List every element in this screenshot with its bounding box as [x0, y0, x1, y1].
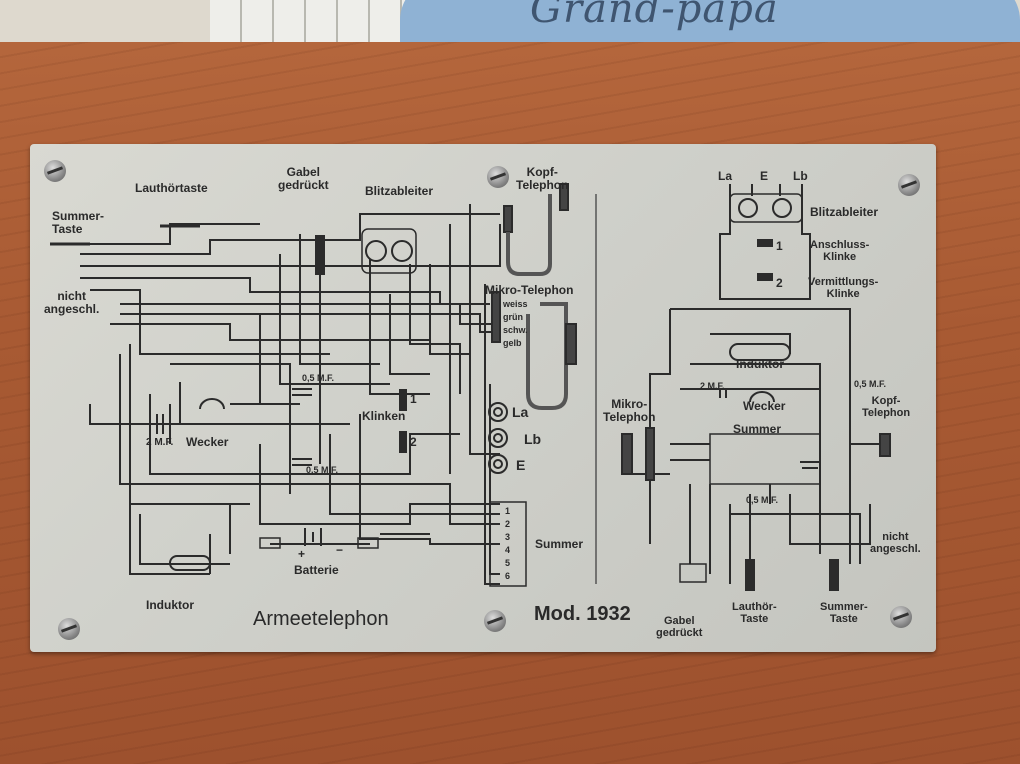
label-right-nicht-angeschl: nicht angeschl.	[870, 531, 921, 555]
label-right-summer: Summer	[733, 422, 782, 436]
label-right-cap-05-bottom: 0,5 M.F.	[746, 495, 779, 505]
label-wire-grun: grün	[503, 312, 523, 322]
summer-pin-2: 2	[505, 519, 511, 529]
label-right-lb: Lb	[793, 169, 808, 183]
label-right-klinke-2: 2	[776, 276, 783, 290]
label-summer-taste: Summer- Taste	[52, 209, 105, 236]
screw-icon	[898, 174, 920, 196]
summer-pin-3: 3	[505, 532, 511, 542]
label-right-cap-05: 0,5 M.F.	[854, 379, 887, 389]
label-klinke-1: 1	[410, 392, 417, 406]
label-cap-05-bottom: 0,5 M.F.	[306, 465, 339, 475]
label-right-gabel-gedruckt: Gabel gedrückt	[656, 615, 703, 639]
label-right-la: La	[718, 169, 733, 183]
screw-icon	[58, 618, 80, 640]
label-right-vermittlungs-klinke: Vermittlungs- Klinke	[808, 276, 879, 300]
label-terminal-la: La	[512, 404, 529, 420]
summer-pin-4: 4	[505, 545, 511, 555]
label-terminal-e: E	[516, 457, 526, 473]
label-wire-gelb: gelb	[503, 338, 522, 348]
label-gabel-gedruckt: Gabel gedrückt	[278, 165, 329, 192]
label-right-mikro-telephon: Mikro- Telephon	[603, 397, 656, 424]
label-terminal-lb: Lb	[524, 431, 542, 447]
label-right-e: E	[760, 169, 769, 183]
screw-icon	[487, 166, 509, 188]
label-nicht-angeschl: nicht angeschl.	[44, 289, 100, 316]
label-lauthortaste: Lauthörtaste	[135, 181, 208, 195]
label-battery-minus: −	[336, 543, 344, 557]
label-right-cap-2mf: 2 M.F.	[700, 381, 725, 391]
plate-title: Armeetelephon	[253, 608, 389, 630]
label-right-anschluss-klinke: Anschluss- Klinke	[810, 239, 870, 263]
label-right-blitzableiter: Blitzableiter	[810, 205, 879, 219]
label-batterie: Batterie	[294, 563, 339, 577]
label-blitzableiter: Blitzableiter	[365, 184, 434, 198]
label-mikro-telephon: Mikro-Telephon	[485, 283, 574, 297]
label-wecker: Wecker	[186, 435, 229, 449]
background-tiles	[210, 0, 410, 44]
screw-icon	[890, 606, 912, 628]
label-cap-05-top: 0,5 M.F.	[302, 373, 335, 383]
screw-icon	[484, 610, 506, 632]
label-right-induktor: Induktor	[736, 357, 784, 371]
label-battery-plus: +	[298, 547, 306, 561]
summer-pin-5: 5	[505, 558, 511, 568]
label-right-lauthor-taste: Lauthör- Taste	[732, 601, 777, 625]
wiring-diagram	[50, 183, 891, 591]
label-kopf-telephon: Kopf- Telephon	[516, 165, 569, 192]
label-right-kopf-telephon: Kopf- Telephon	[862, 395, 911, 419]
summer-pin-6: 6	[505, 571, 511, 581]
screw-icon	[44, 160, 66, 182]
label-induktor: Induktor	[146, 598, 194, 612]
label-klinke-2: 2	[410, 435, 417, 449]
label-right-summer-taste: Summer- Taste	[820, 601, 868, 625]
label-summer: Summer	[535, 537, 584, 551]
label-right-wecker: Wecker	[743, 399, 786, 413]
summer-pin-1: 1	[505, 506, 511, 516]
label-klinken: Klinken	[362, 409, 406, 423]
label-cap-2mf: 2 M.F.	[146, 437, 174, 448]
label-wire-weiss: weiss	[503, 299, 528, 309]
label-right-klinke-1: 1	[776, 239, 783, 253]
label-wire-schw: schw.	[503, 325, 528, 335]
shirt-print-text: Grand-papa	[530, 0, 779, 32]
plate-model: Mod. 1932	[534, 603, 631, 625]
